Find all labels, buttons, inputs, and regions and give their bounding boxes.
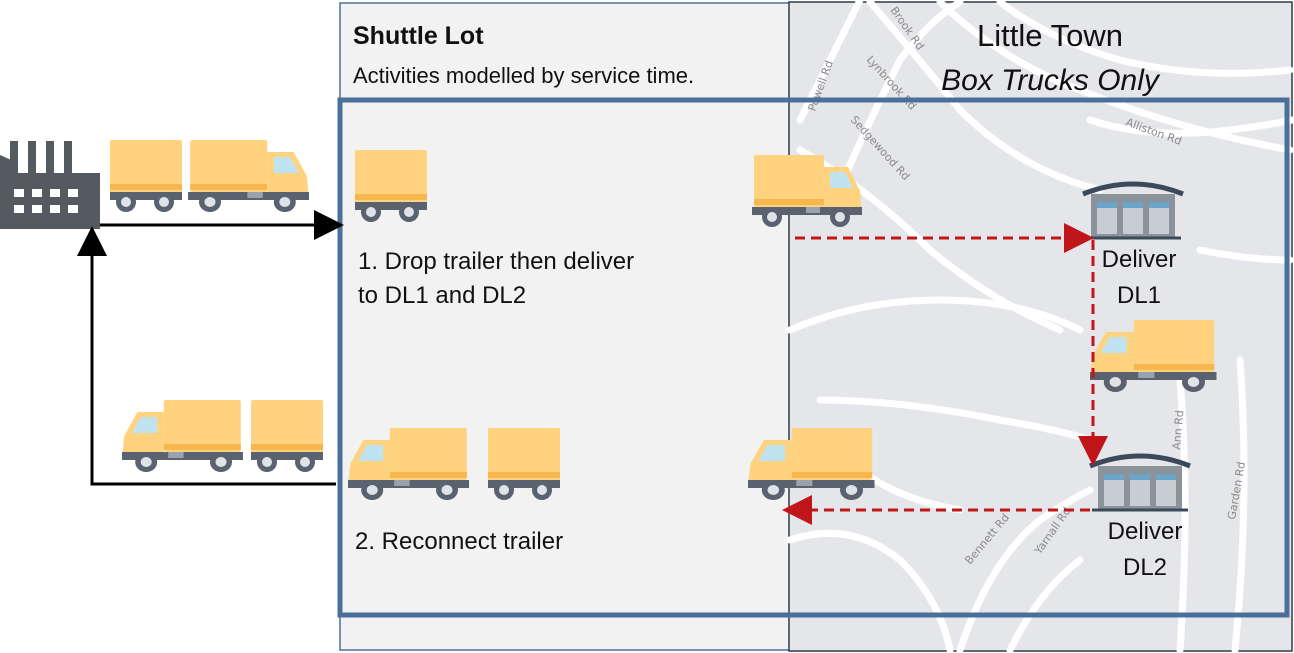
delivery-route bbox=[782, 223, 1108, 525]
little-town-subtitle: Box Trucks Only bbox=[941, 64, 1159, 97]
truck-with-trailer-outbound bbox=[110, 140, 309, 212]
step-1-text: 1. Drop trailer then deliver to DL1 and … bbox=[358, 245, 698, 313]
arrow-return-to-factory bbox=[77, 226, 336, 486]
dl1-label: Deliver DL1 bbox=[1084, 242, 1194, 314]
factory-icon bbox=[0, 141, 100, 229]
dl2-label-line-1: Deliver bbox=[1107, 518, 1183, 545]
step-2-text: 2. Reconnect trailer bbox=[355, 528, 564, 555]
shuttle-lot-subtitle: Activities modelled by service time. bbox=[353, 63, 695, 88]
shuttle-lot-title: Shuttle Lot bbox=[353, 22, 484, 50]
operations-boundary bbox=[337, 97, 1290, 618]
road-label: Ann Rd bbox=[1170, 410, 1186, 451]
truck-with-trailer-return bbox=[122, 400, 323, 472]
dl1-label-line-2: DL1 bbox=[1116, 282, 1162, 309]
shuttle-lot-zone bbox=[339, 2, 791, 651]
little-town-title: Little Town bbox=[977, 18, 1123, 53]
dl2-label-line-2: DL2 bbox=[1122, 554, 1168, 581]
step-1-line-1: 1. Drop trailer then deliver bbox=[358, 248, 635, 275]
dl2-label: Deliver DL2 bbox=[1090, 514, 1200, 586]
dl1-label-line-1: Deliver bbox=[1101, 246, 1177, 273]
step-1-line-2: to DL1 and DL2 bbox=[358, 282, 527, 309]
